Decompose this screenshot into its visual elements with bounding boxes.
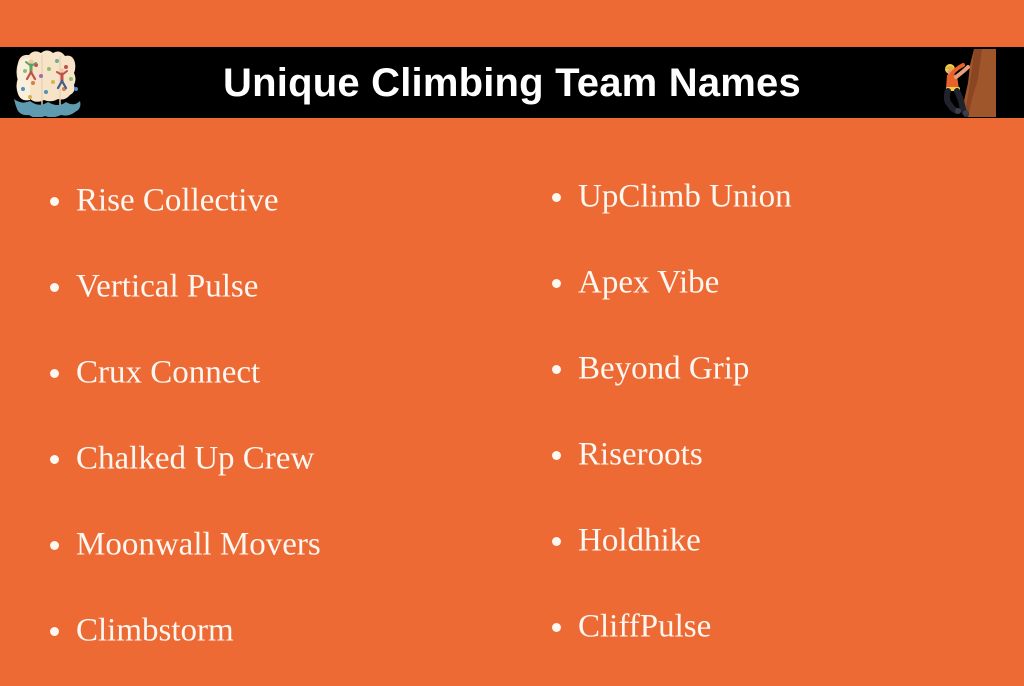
right-column-list: UpClimb Union Apex Vibe Beyond Grip Rise… bbox=[542, 118, 1012, 670]
team-name-label: Chalked Up Crew bbox=[76, 440, 315, 477]
team-name-label: CliffPulse bbox=[578, 608, 712, 645]
left-column: Rise Collective Vertical Pulse Crux Conn… bbox=[40, 118, 520, 674]
list-item: UpClimb Union bbox=[542, 154, 1012, 240]
bullet-icon bbox=[50, 369, 59, 378]
left-column-list: Rise Collective Vertical Pulse Crux Conn… bbox=[40, 118, 520, 674]
bullet-icon bbox=[552, 537, 561, 546]
list-item: Vertical Pulse bbox=[40, 244, 520, 330]
list-item: Riseroots bbox=[542, 412, 1012, 498]
list-item: Rise Collective bbox=[40, 158, 520, 244]
bullet-icon bbox=[552, 365, 561, 374]
team-name-label: Apex Vibe bbox=[578, 264, 720, 301]
team-name-label: UpClimb Union bbox=[578, 178, 792, 215]
team-name-label: Moonwall Movers bbox=[76, 526, 321, 563]
right-column: UpClimb Union Apex Vibe Beyond Grip Rise… bbox=[542, 118, 1012, 670]
bullet-icon bbox=[552, 623, 561, 632]
team-name-label: Climbstorm bbox=[76, 612, 234, 649]
list-item: Beyond Grip bbox=[542, 326, 1012, 412]
bullet-icon bbox=[50, 283, 59, 292]
page-title: Unique Climbing Team Names bbox=[223, 60, 801, 105]
team-name-label: Riseroots bbox=[578, 436, 703, 473]
bullet-icon bbox=[50, 455, 59, 464]
bullet-icon bbox=[50, 541, 59, 550]
list-item: Holdhike bbox=[542, 498, 1012, 584]
list-item: Apex Vibe bbox=[542, 240, 1012, 326]
team-name-lists: Rise Collective Vertical Pulse Crux Conn… bbox=[0, 118, 1024, 686]
bullet-icon bbox=[50, 197, 59, 206]
team-name-label: Crux Connect bbox=[76, 354, 261, 391]
list-item: Crux Connect bbox=[40, 330, 520, 416]
team-name-label: Beyond Grip bbox=[578, 350, 750, 387]
team-name-label: Vertical Pulse bbox=[76, 268, 259, 305]
list-item: Moonwall Movers bbox=[40, 502, 520, 588]
team-name-label: Holdhike bbox=[578, 522, 701, 559]
header-band: Unique Climbing Team Names bbox=[0, 47, 1024, 118]
bullet-icon bbox=[552, 193, 561, 202]
bullet-icon bbox=[552, 279, 561, 288]
climbing-wall-icon bbox=[8, 49, 86, 117]
team-name-label: Rise Collective bbox=[76, 182, 279, 219]
bullet-icon bbox=[50, 627, 59, 636]
bullet-icon bbox=[552, 451, 561, 460]
list-item: Climbstorm bbox=[40, 588, 520, 674]
list-item: Chalked Up Crew bbox=[40, 416, 520, 502]
rock-climber-icon bbox=[928, 49, 996, 117]
list-item: CliffPulse bbox=[542, 584, 1012, 670]
